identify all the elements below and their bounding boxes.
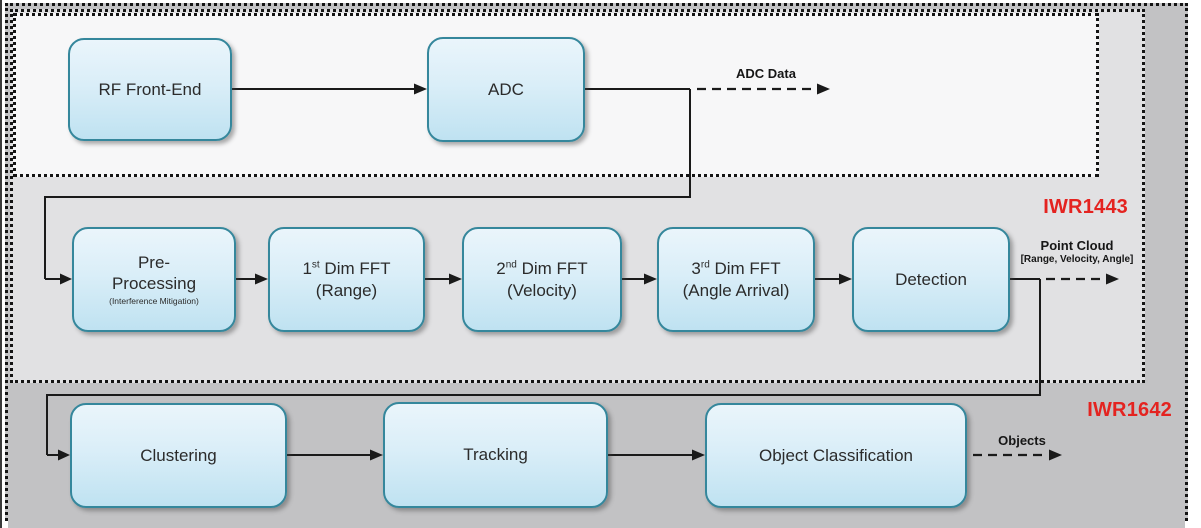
node-fft1-range: 1st Dim FFT (Range) xyxy=(268,227,425,332)
node-fft1-line2: (Range) xyxy=(315,280,378,300)
chip-label-iwr1642: IWR1642 xyxy=(1087,399,1172,421)
node-fft2-line1: 2nd Dim FFT xyxy=(496,259,588,279)
node-fft3-line1: 3rd Dim FFT xyxy=(691,259,781,279)
node-pre-processing: Pre-Processing (Interference Mitigation) xyxy=(72,227,236,332)
figure-left-edge xyxy=(0,0,2,528)
node-adc: ADC xyxy=(427,37,585,142)
node-fft1-line1: 1st Dim FFT xyxy=(302,259,391,279)
node-adc-label: ADC xyxy=(488,79,524,99)
node-pre-processing-label: Pre-Processing xyxy=(111,252,197,294)
node-rf-front-end-label: RF Front-End xyxy=(98,79,202,99)
node-pre-processing-note: (Interference Mitigation) xyxy=(109,296,199,307)
chip-label-iwr1443: IWR1443 xyxy=(1043,196,1128,218)
output-label-adc-data: ADC Data xyxy=(736,66,796,81)
node-clustering-label: Clustering xyxy=(140,445,217,465)
node-object-classification-label: Object Classification xyxy=(758,445,913,465)
node-fft2-velocity: 2nd Dim FFT (Velocity) xyxy=(462,227,622,332)
node-fft3-line2: (Angle Arrival) xyxy=(682,280,790,300)
node-fft3-angle-arrival: 3rd Dim FFT (Angle Arrival) xyxy=(657,227,815,332)
node-detection-label: Detection xyxy=(895,269,967,289)
output-label-objects: Objects xyxy=(998,433,1046,448)
node-rf-front-end: RF Front-End xyxy=(68,38,232,141)
output-label-point-cloud: Point Cloud [Range, Velocity, Angle] xyxy=(1020,238,1134,265)
node-tracking-label: Tracking xyxy=(463,445,528,465)
node-fft2-line2: (Velocity) xyxy=(507,280,577,300)
node-detection: Detection xyxy=(852,227,1010,332)
region-iwr1642-skirt xyxy=(8,518,1185,528)
node-tracking: Tracking xyxy=(383,402,608,508)
node-clustering: Clustering xyxy=(70,403,287,508)
node-object-classification: Object Classification xyxy=(705,403,967,508)
